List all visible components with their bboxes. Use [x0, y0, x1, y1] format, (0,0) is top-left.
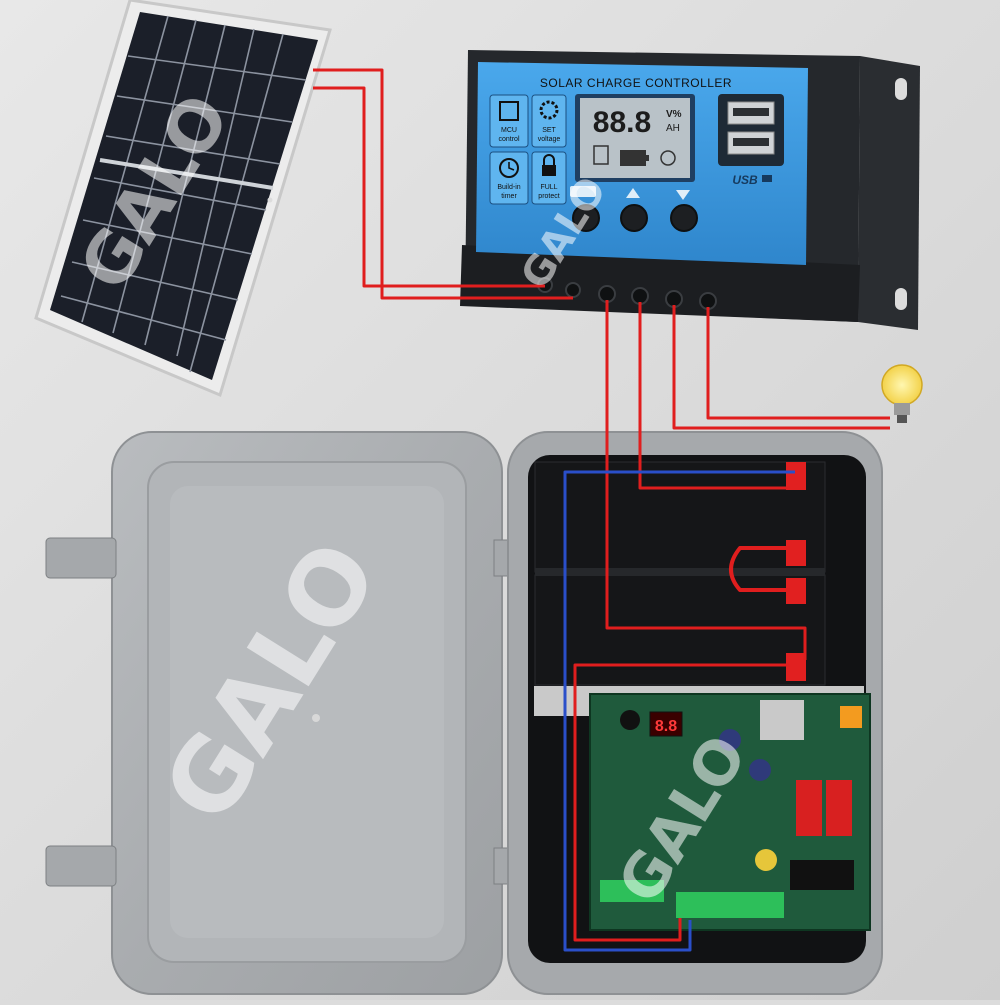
- svg-text:protect: protect: [538, 193, 559, 200]
- battery-terminals: [786, 462, 806, 681]
- svg-text:MCU: MCU: [501, 127, 517, 134]
- lcd-display: 88.8 V% AH: [575, 94, 695, 182]
- gear-icon: [539, 100, 559, 120]
- svg-text:FULL: FULL: [540, 184, 557, 191]
- solar-charge-controller: SOLAR CHARGE CONTROLLER MCU control SET …: [460, 50, 920, 330]
- enclosure-lid: [45, 431, 517, 995]
- svg-text:SET: SET: [542, 127, 556, 134]
- up-button[interactable]: [620, 188, 648, 232]
- gate-controller-board: 8.8: [534, 686, 871, 931]
- board-display: 8.8: [655, 718, 677, 735]
- controller-title: SOLAR CHARGE CONTROLLER: [540, 76, 732, 90]
- svg-text:AH: AH: [666, 123, 680, 134]
- chip-icon: [499, 101, 519, 121]
- solar-panel: [34, 0, 332, 398]
- down-button[interactable]: [670, 190, 698, 232]
- feature-mcu-control: MCU control: [489, 94, 529, 148]
- light-bulb-icon: [881, 364, 923, 423]
- feature-set-voltage: SET voltage: [531, 94, 567, 148]
- svg-text:timer: timer: [501, 193, 517, 200]
- svg-text:V%: V%: [666, 109, 682, 120]
- svg-text:voltage: voltage: [538, 136, 561, 143]
- clock-icon: [499, 158, 519, 178]
- usb-label: USB: [732, 173, 758, 187]
- wiring: [313, 68, 890, 952]
- feature-build-in-timer: Build-in timer: [489, 151, 529, 205]
- svg-text:Build-in: Build-in: [497, 184, 520, 191]
- svg-text:control: control: [498, 136, 519, 143]
- lock-icon: [542, 154, 556, 176]
- lcd-value: 88.8: [593, 106, 651, 139]
- menu-button[interactable]: [570, 186, 600, 232]
- usb-ports: USB: [718, 94, 784, 187]
- feature-full-protect: FULL protect: [531, 151, 567, 205]
- battery-pack: [534, 461, 826, 686]
